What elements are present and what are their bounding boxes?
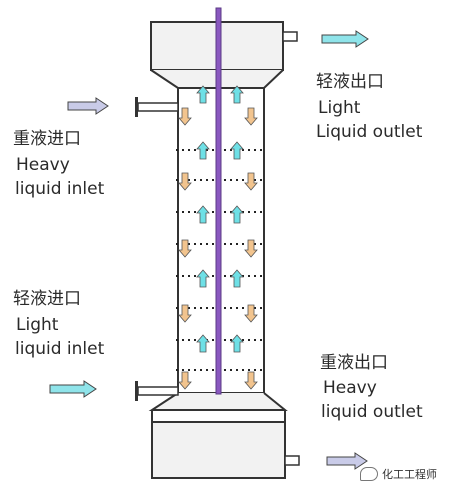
heavy-phase-down-arrow-6 [244,239,258,258]
light-phase-up-arrow-3 [196,141,210,160]
external-arrows [49,30,369,470]
light-phase-up-arrow-2 [230,85,244,104]
light-inlet-arrow [49,380,97,398]
light-outlet-label-en-1: Light [318,98,361,118]
bottom-transition [148,392,288,411]
top-nozzle [282,31,298,42]
light-inlet-label-en-2: liquid inlet [15,339,105,359]
heavy-phase-down-arrow-1 [178,107,192,126]
light-phase-up-arrow-5 [196,205,210,224]
bottom-nozzle [284,455,300,466]
wechat-logo-icon [360,467,378,481]
heavy-outlet-label-en-1: Heavy [323,378,377,398]
light-inlet-nozzle [137,386,179,396]
light-inlet-label-en-1: Light [16,315,59,335]
light-inlet-flange [135,381,138,401]
heavy-phase-down-arrow-3 [178,172,192,191]
light-phase-up-arrow-10 [230,334,244,353]
light-phase-up-arrow-8 [230,269,244,288]
heavy-inlet-label-zh: 重液进口 [13,129,81,149]
heavy-inlet-nozzle [137,102,179,112]
light-phase-up-arrow-6 [230,205,244,224]
heavy-phase-down-arrow-4 [244,172,258,191]
light-phase-up-arrow-9 [196,334,210,353]
heavy-phase-down-arrow-5 [178,239,192,258]
heavy-outlet-label-en-2: liquid outlet [321,402,423,422]
light-outlet-arrow [321,30,369,48]
heavy-inlet-label-en-1: Heavy [16,155,70,175]
heavy-phase-down-arrow-10 [244,371,258,390]
flow-arrows [178,85,258,390]
watermark-text: 化工工程师 [382,468,437,481]
light-outlet-label-zh: 轻液出口 [316,72,384,92]
light-phase-up-arrow-7 [196,269,210,288]
light-phase-up-arrow-1 [196,85,210,104]
central-shaft [215,7,222,395]
bottom-housing [151,421,286,479]
watermark: 化工工程师 [360,466,437,482]
light-phase-up-arrow-4 [230,141,244,160]
heavy-inlet-flange [135,97,138,117]
heavy-phase-down-arrow-9 [178,371,192,390]
heavy-inlet-label-en-2: liquid inlet [15,179,105,199]
heavy-outlet-arrow [326,452,368,470]
light-outlet-label-en-2: Liquid outlet [316,122,423,142]
heavy-phase-down-arrow-8 [244,304,258,323]
heavy-phase-down-arrow-7 [178,304,192,323]
heavy-outlet-label-zh: 重液出口 [320,353,388,373]
heavy-phase-down-arrow-2 [244,107,258,126]
heavy-inlet-arrow [67,97,109,115]
light-inlet-label-zh: 轻液进口 [13,289,81,309]
